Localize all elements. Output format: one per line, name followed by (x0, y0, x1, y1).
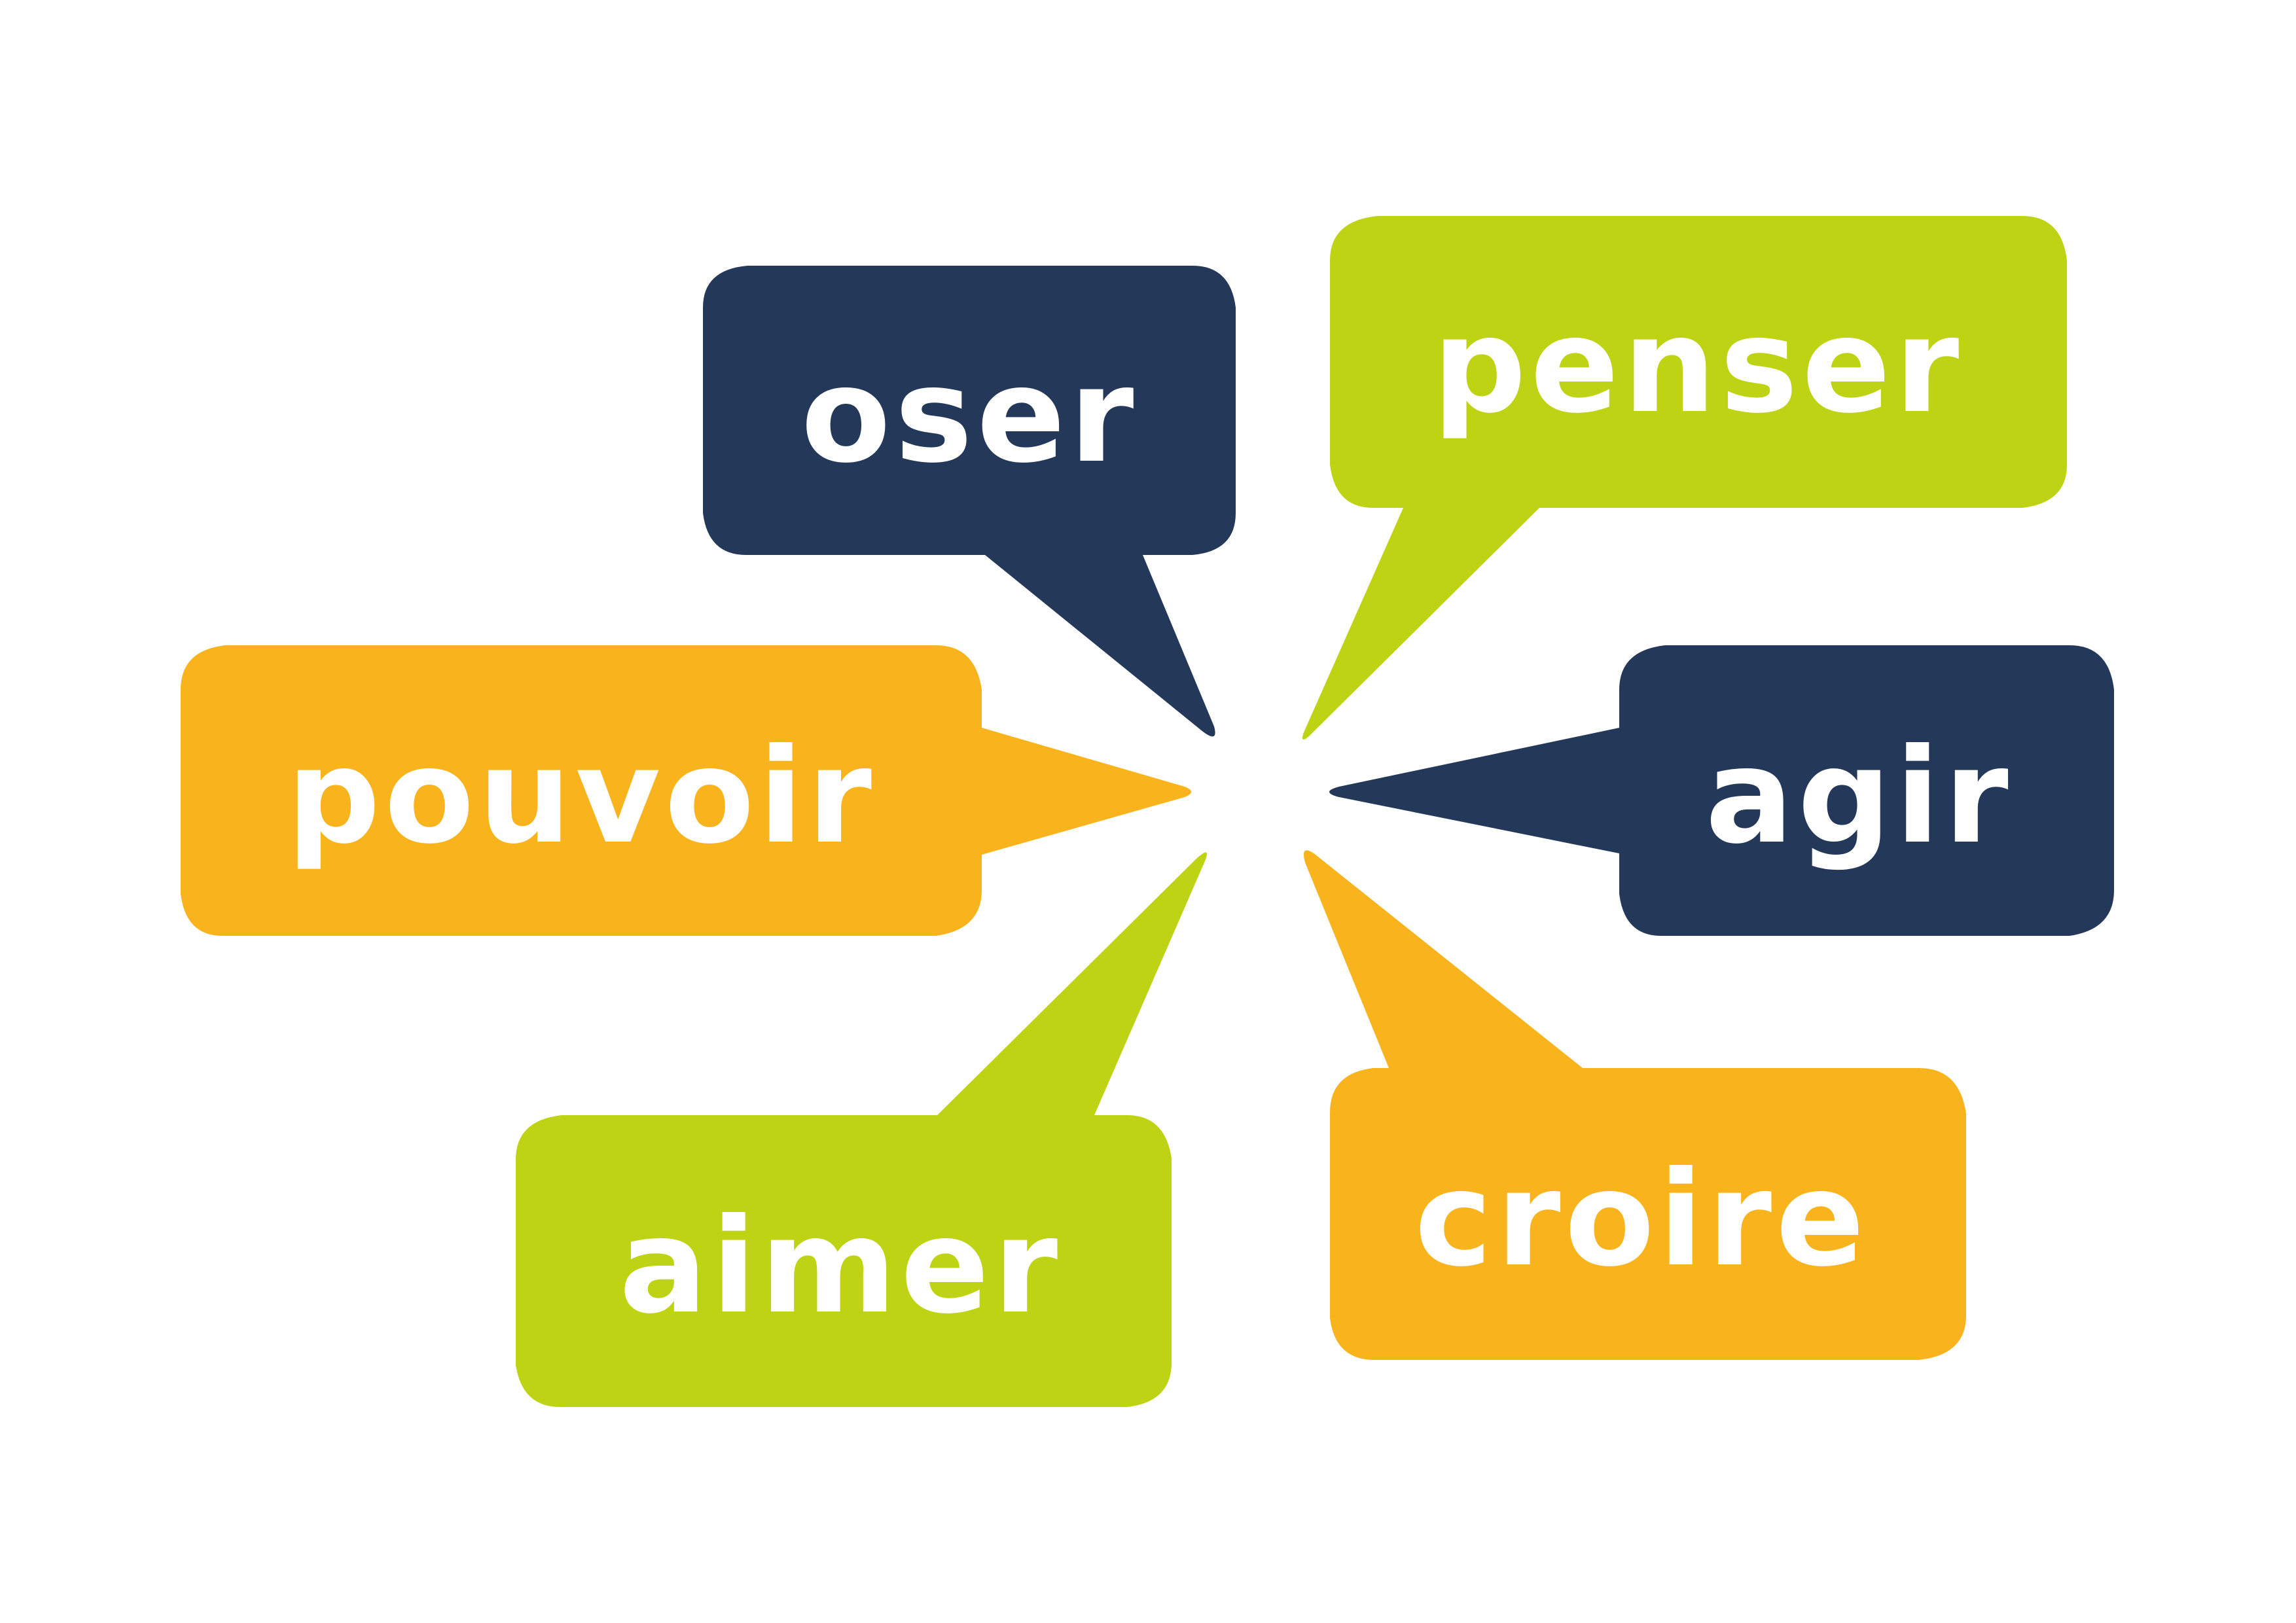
bubble-aimer-shape (516, 852, 1207, 1407)
bubble-penser: penser (1302, 216, 2067, 740)
bubble-oser-shape (703, 266, 1236, 737)
bubble-aimer-label: aimer (619, 1190, 1062, 1343)
bubble-penser-shape (1302, 216, 2067, 740)
bubble-oser-label: oser (801, 340, 1138, 492)
bubble-pouvoir-label: pouvoir (287, 721, 876, 873)
bubble-agir-shape (1329, 645, 2114, 936)
bubble-agir-label: agir (1705, 721, 2012, 873)
bubble-oser: oser (703, 266, 1236, 737)
bubble-agir: agir (1329, 645, 2114, 936)
bubble-pouvoir-shape (181, 645, 1191, 936)
bubble-croire: croire (1304, 850, 1966, 1360)
bubble-penser-label: penser (1433, 290, 1964, 442)
bubble-pouvoir: pouvoir (181, 645, 1191, 936)
bubble-croire-label: croire (1414, 1143, 1868, 1296)
bubble-croire-shape (1304, 850, 1966, 1360)
bubble-aimer: aimer (516, 852, 1207, 1407)
